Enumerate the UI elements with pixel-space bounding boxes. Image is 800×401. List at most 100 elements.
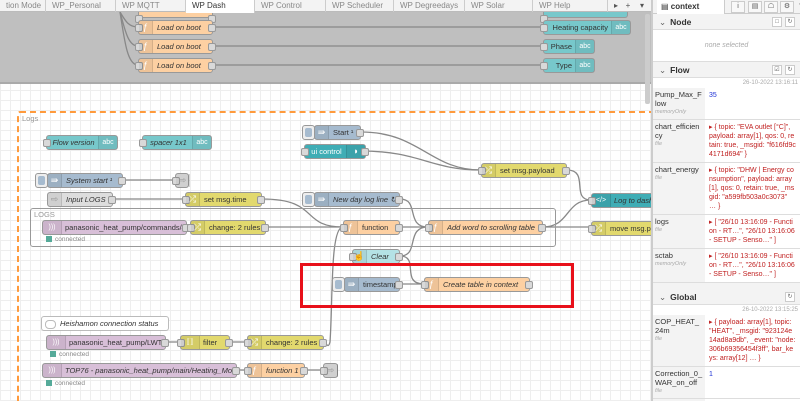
store-name: file — [655, 227, 663, 233]
canvas-scrollbar[interactable] — [645, 14, 650, 104]
filter-icon: ⟦⟧ — [181, 336, 200, 349]
section-node[interactable]: ⌄Node □↻ — [653, 14, 800, 30]
node-start[interactable]: ⇛Start ¹ — [314, 125, 364, 140]
context-value[interactable]: ▸ { payload: array[1], topic: "HEAT", _m… — [709, 319, 796, 362]
node-label: TOP76 - panasonic_heat_pump/main/Heating… — [65, 366, 232, 375]
key-name: sctab — [655, 251, 673, 260]
node-label: function — [362, 223, 389, 232]
node-change-2-rules[interactable]: ⤮change: 2 rules — [187, 220, 269, 235]
sidebar-menu-chevron-icon[interactable]: ▾ — [794, 1, 800, 13]
tab-menu-icon[interactable]: ▾ — [639, 1, 644, 10]
node-ui-text-partial[interactable] — [540, 12, 628, 23]
node-mqtt-lwt[interactable]: )))panasonic_heat_pump/LWT — [46, 335, 169, 350]
node-set-msg-time[interactable]: ⤮set msg.time — [182, 192, 265, 207]
config-gear-icon[interactable]: ⚙ — [780, 1, 794, 13]
inject-arrow-icon: ⇛ — [345, 278, 359, 291]
node-change-2-rules[interactable]: ⤮change: 2 rules — [244, 335, 327, 350]
context-value[interactable]: 35 — [709, 92, 717, 99]
ui-control-icon: ◗ — [346, 145, 365, 158]
tab-wp-scheduler[interactable]: WP Scheduler — [326, 0, 394, 12]
node-clear-button[interactable]: ☝Clear — [349, 249, 403, 264]
flow-canvas[interactable]: tion Mode WP_Personal WP MQTT WP Dash WP… — [0, 0, 651, 401]
key-name: COP_HEAT_24m — [655, 317, 700, 335]
context-value[interactable]: ▸ { topic: "EVA outlet [°C]", payload: a… — [709, 124, 796, 158]
node-filter[interactable]: ⟦⟧filter — [177, 335, 233, 350]
add-tab-icon[interactable]: + — [625, 1, 631, 10]
tab-wp-solar[interactable]: WP Solar — [465, 0, 533, 12]
section-global[interactable]: ⌄Global ↻ — [653, 289, 800, 305]
node-input-logs[interactable]: ⇨Input LOGS — [47, 192, 116, 207]
key-name: chart_energy — [655, 165, 699, 174]
tab-wp-dash[interactable]: WP Dash — [186, 0, 255, 13]
node-log-to-dashboard[interactable]: </>Log to dashboard — [588, 193, 651, 208]
context-value[interactable]: ▸ { topic: "DHW | Energy consumption", p… — [709, 167, 795, 210]
node-new-day-log-line[interactable]: ⇛New day log line ↻ — [314, 192, 403, 207]
context-row[interactable]: Correction_10 — [653, 399, 800, 401]
section-title: Flow — [670, 65, 690, 75]
mqtt-wave-icon: ))) — [43, 221, 62, 234]
node-system-start[interactable]: ⇛System start ¹ — [47, 173, 126, 188]
section-flow[interactable]: ⌄Flow ☑↻ — [653, 62, 800, 78]
sidebar-tab-context[interactable]: ▤ context — [657, 0, 725, 14]
node-set-msg-payload[interactable]: ⤮set msg.payload — [478, 163, 570, 178]
refresh-icon[interactable]: ↻ — [785, 65, 795, 75]
refresh-icon[interactable]: ↻ — [785, 17, 795, 27]
function-icon: ƒ — [425, 278, 439, 291]
tab-wp-help[interactable]: WP Help — [533, 0, 608, 12]
tab-wp-mqtt[interactable]: WP MQTT — [116, 0, 186, 12]
context-value[interactable]: 1 — [709, 371, 713, 378]
node-label: change: 2 rules — [266, 338, 318, 347]
refresh-disabled-icon[interactable]: □ — [772, 17, 782, 27]
node-mqtt-commands[interactable]: )))panasonic_heat_pump/commands/# — [42, 220, 190, 235]
context-value[interactable]: ▸ [ "26/10 13:16:09 - Function - RT…", "… — [709, 253, 795, 278]
mqtt-wave-icon: ))) — [47, 336, 66, 349]
scroll-tabs-icon[interactable]: ▸ — [613, 1, 618, 10]
info-icon[interactable]: i — [731, 1, 745, 13]
help-book-icon[interactable]: ▤ — [748, 1, 762, 13]
key-name: logs — [655, 217, 669, 226]
node-timestamp[interactable]: ⇛timestamp — [344, 277, 403, 292]
tab-wp-control[interactable]: WP Control — [255, 0, 326, 12]
auto-refresh-checkbox-icon[interactable]: ☑ — [772, 65, 782, 75]
node-label: Flow version — [52, 138, 95, 147]
section-title: Node — [670, 17, 692, 27]
group-label: LOGS — [34, 210, 55, 219]
refresh-icon[interactable]: ↻ — [785, 292, 795, 302]
node-move-msg-payload[interactable]: ⤮move msg.payload — [588, 221, 651, 236]
workspace-tabs: tion Mode WP_Personal WP MQTT WP Dash WP… — [0, 0, 651, 13]
context-value[interactable]: ▸ [ "26/10 13:16:09 - Function - RT…", "… — [709, 219, 795, 244]
node-ui-control[interactable]: ui control◗ — [301, 144, 369, 159]
tab-wp-degreedays[interactable]: WP Degreedays — [394, 0, 465, 12]
node-link-out[interactable]: ⇨ — [320, 363, 338, 378]
node-link-out[interactable]: ⇨ — [172, 173, 190, 188]
node-mqtt-top76[interactable]: )))TOP76 - panasonic_heat_pump/main/Heat… — [42, 363, 240, 378]
group-logs-inner[interactable]: LOGS — [30, 208, 556, 247]
debug-bug-icon[interactable]: ☖ — [764, 1, 778, 13]
tab-wp-personal[interactable]: WP_Personal — [46, 0, 116, 12]
tab-operation-mode[interactable]: tion Mode — [0, 0, 46, 12]
group-logs[interactable]: Logs — [17, 111, 651, 401]
node-label: System start ¹ — [66, 176, 113, 185]
comment-heishamon-status[interactable]: Heishamon connection status — [41, 316, 169, 331]
